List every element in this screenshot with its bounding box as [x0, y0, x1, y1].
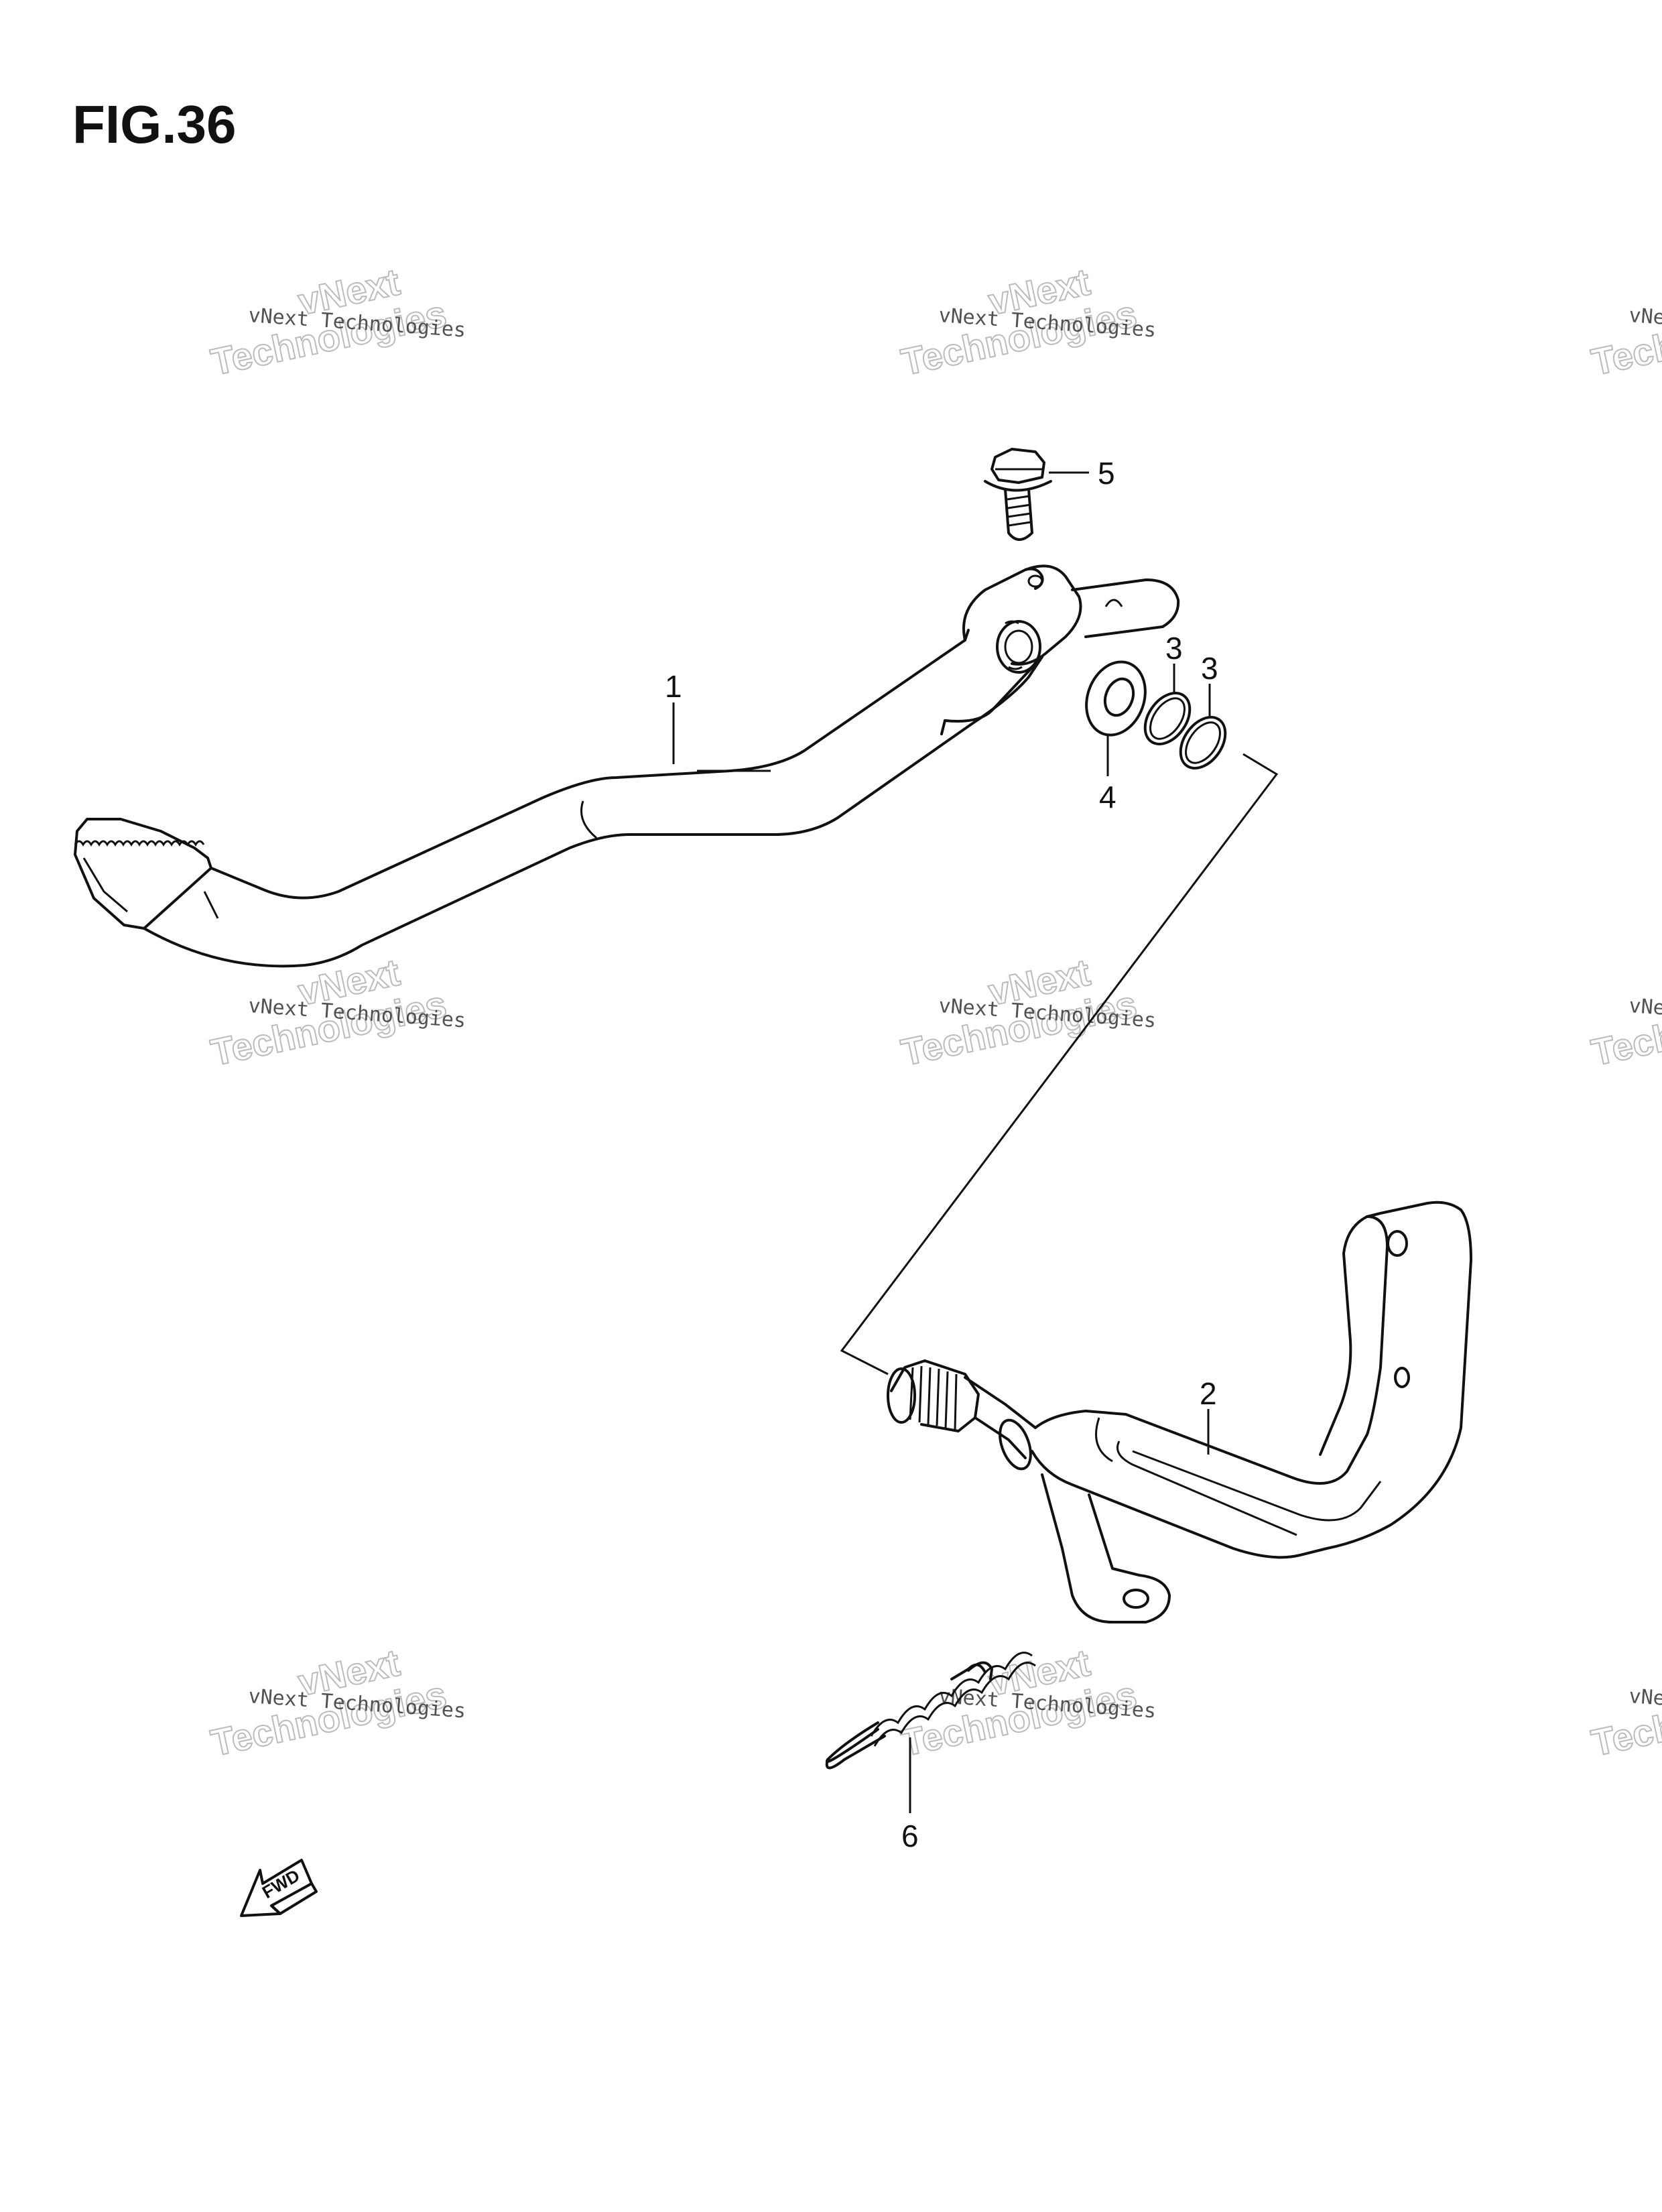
callout-label: 6: [901, 1819, 919, 1853]
part-6-spring: [825, 1652, 1036, 1770]
part-3-o-ring-a: [1143, 692, 1192, 745]
callout-4: 4: [1099, 736, 1116, 814]
watermark: Technologies vNext Technologies: [1587, 292, 1662, 384]
watermark: Technologies vNext vNext Technologies: [897, 950, 1157, 1074]
assembly-leader-line: [840, 753, 1279, 1375]
callout-label: 4: [1099, 780, 1116, 814]
watermark: Technologies vNext vNext Technologies: [897, 259, 1157, 383]
callout-5: 5: [1049, 456, 1115, 491]
callout-label: 3: [1201, 651, 1218, 686]
figure-title: FIG.36: [72, 95, 237, 154]
watermark: Technologies vNext Technologies: [1587, 982, 1662, 1074]
callout-6: 6: [901, 1737, 919, 1853]
watermark: Technologies vNext vNext Technologies: [206, 950, 466, 1074]
watermark: Technologies vNext vNext Technologies: [897, 1640, 1157, 1764]
callout-3b: 3: [1201, 651, 1218, 716]
callout-3a: 3: [1165, 631, 1183, 694]
callout-label: 1: [665, 669, 682, 704]
fwd-label: FWD: [259, 1865, 303, 1903]
callout-1: 1: [665, 669, 682, 764]
part-3-o-ring-b: [1179, 716, 1227, 770]
watermark: Technologies vNext vNext Technologies: [206, 259, 466, 383]
part-1-brake-pedal: [74, 564, 1180, 968]
part-2-pedal-shaft: [887, 1201, 1472, 1623]
watermark: Technologies vNext Technologies: [1587, 1672, 1662, 1765]
watermark-group: Technologies vNext vNext Technologies Te…: [206, 259, 1662, 1765]
callout-2: 2: [1200, 1376, 1217, 1455]
callout-label: 3: [1165, 631, 1183, 666]
watermark: Technologies vNext vNext Technologies: [206, 1640, 466, 1764]
part-5-bolt: [984, 448, 1052, 541]
fwd-arrow-icon: FWD: [240, 1859, 318, 1917]
callout-label: 2: [1200, 1376, 1217, 1411]
callout-label: 5: [1098, 456, 1115, 491]
part-4-washer: [1085, 660, 1147, 737]
